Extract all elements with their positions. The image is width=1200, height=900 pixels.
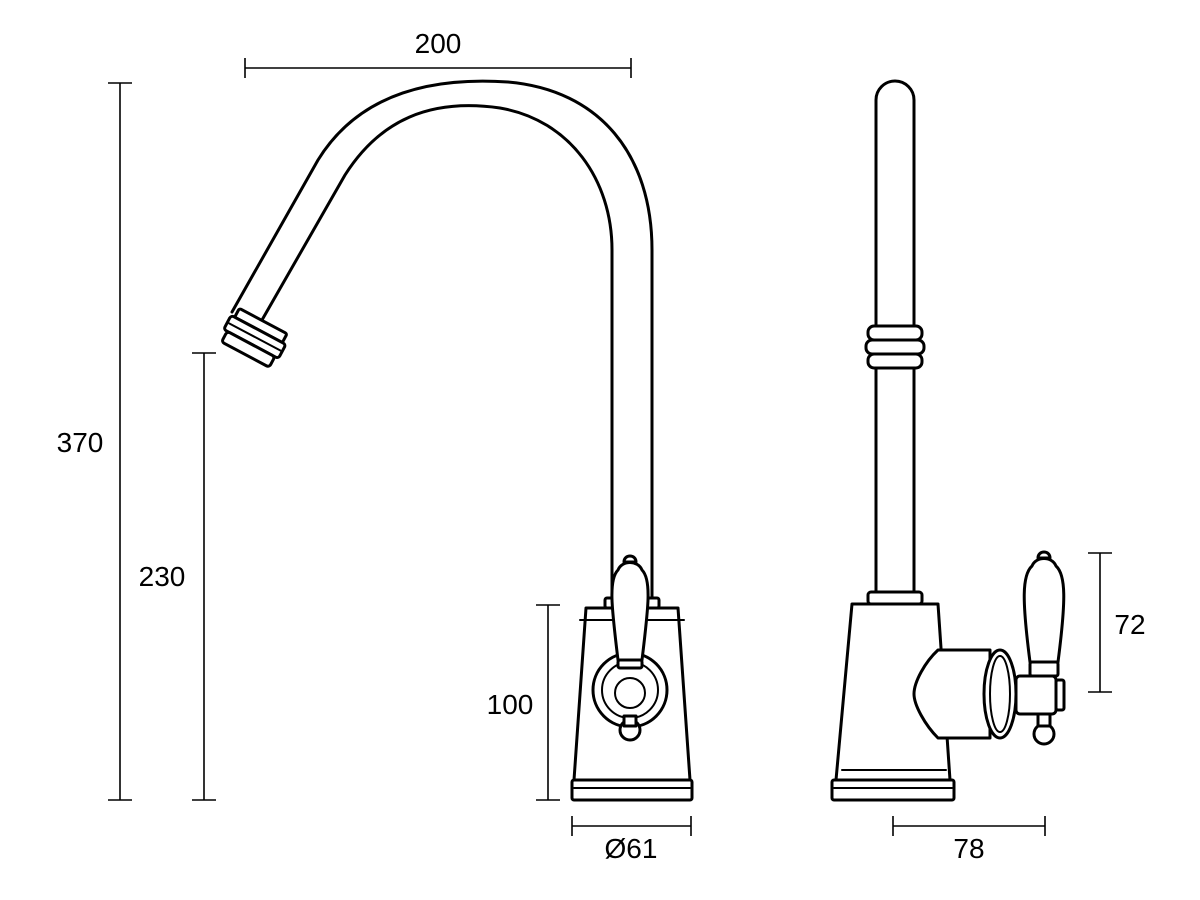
side-spout bbox=[864, 79, 926, 606]
dim-side-depth: 78 bbox=[892, 816, 1046, 864]
front-spout bbox=[221, 79, 654, 602]
front-aerator bbox=[221, 307, 288, 368]
side-view bbox=[830, 79, 1066, 802]
dim-label-spout-reach: 200 bbox=[415, 28, 462, 59]
dim-body-height: 100 bbox=[487, 604, 560, 801]
dim-label-side-depth: 78 bbox=[953, 833, 984, 864]
dim-handle-height: 72 bbox=[1088, 552, 1146, 693]
dim-base-diameter: Ø61 bbox=[571, 816, 692, 864]
dim-label-overall-height: 370 bbox=[57, 427, 104, 458]
dim-label-base-diameter: Ø61 bbox=[605, 833, 658, 864]
dim-overall-height: 370 bbox=[57, 82, 132, 801]
dim-spout-outlet-height: 230 bbox=[139, 352, 216, 801]
side-handle bbox=[912, 550, 1066, 746]
side-body bbox=[830, 602, 956, 802]
dim-label-spout-outlet-height: 230 bbox=[139, 561, 186, 592]
dim-label-handle-height: 72 bbox=[1114, 609, 1145, 640]
front-handle bbox=[591, 554, 669, 742]
dim-label-body-height: 100 bbox=[487, 689, 534, 720]
dim-spout-reach: 200 bbox=[244, 28, 632, 78]
front-view bbox=[221, 79, 694, 802]
